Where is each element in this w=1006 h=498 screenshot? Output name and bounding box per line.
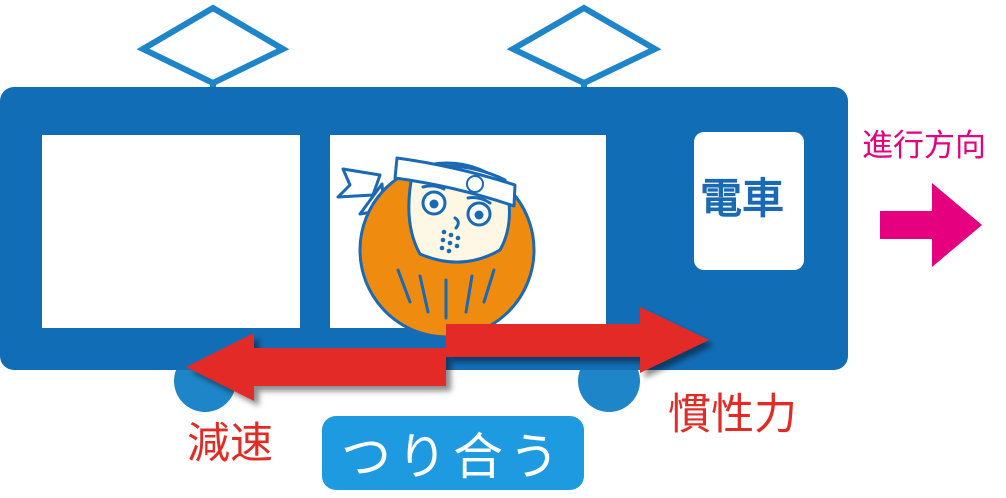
inertia-label: 慣性力 (668, 390, 797, 440)
daruma-beard (439, 229, 461, 254)
deceleration-label: 減速 (187, 419, 273, 469)
daruma-nose (453, 216, 460, 230)
headband-tail (336, 167, 382, 199)
window-left (42, 135, 300, 328)
balance-badge: つり合う (322, 416, 584, 490)
sign-panel (694, 132, 804, 270)
balance-label: つり合う (341, 428, 565, 486)
direction-label: 進行方向 (862, 128, 986, 164)
train-sign-label: 電車 (700, 174, 785, 223)
daruma-stripes (396, 268, 496, 320)
pantograph-left (136, 4, 290, 90)
daruma-headband (393, 156, 517, 208)
headband-badge (466, 175, 484, 193)
pantograph-right (506, 4, 662, 90)
inertia-arrow (446, 307, 709, 373)
direction-arrow (880, 183, 982, 267)
deceleration-arrow (186, 333, 446, 401)
